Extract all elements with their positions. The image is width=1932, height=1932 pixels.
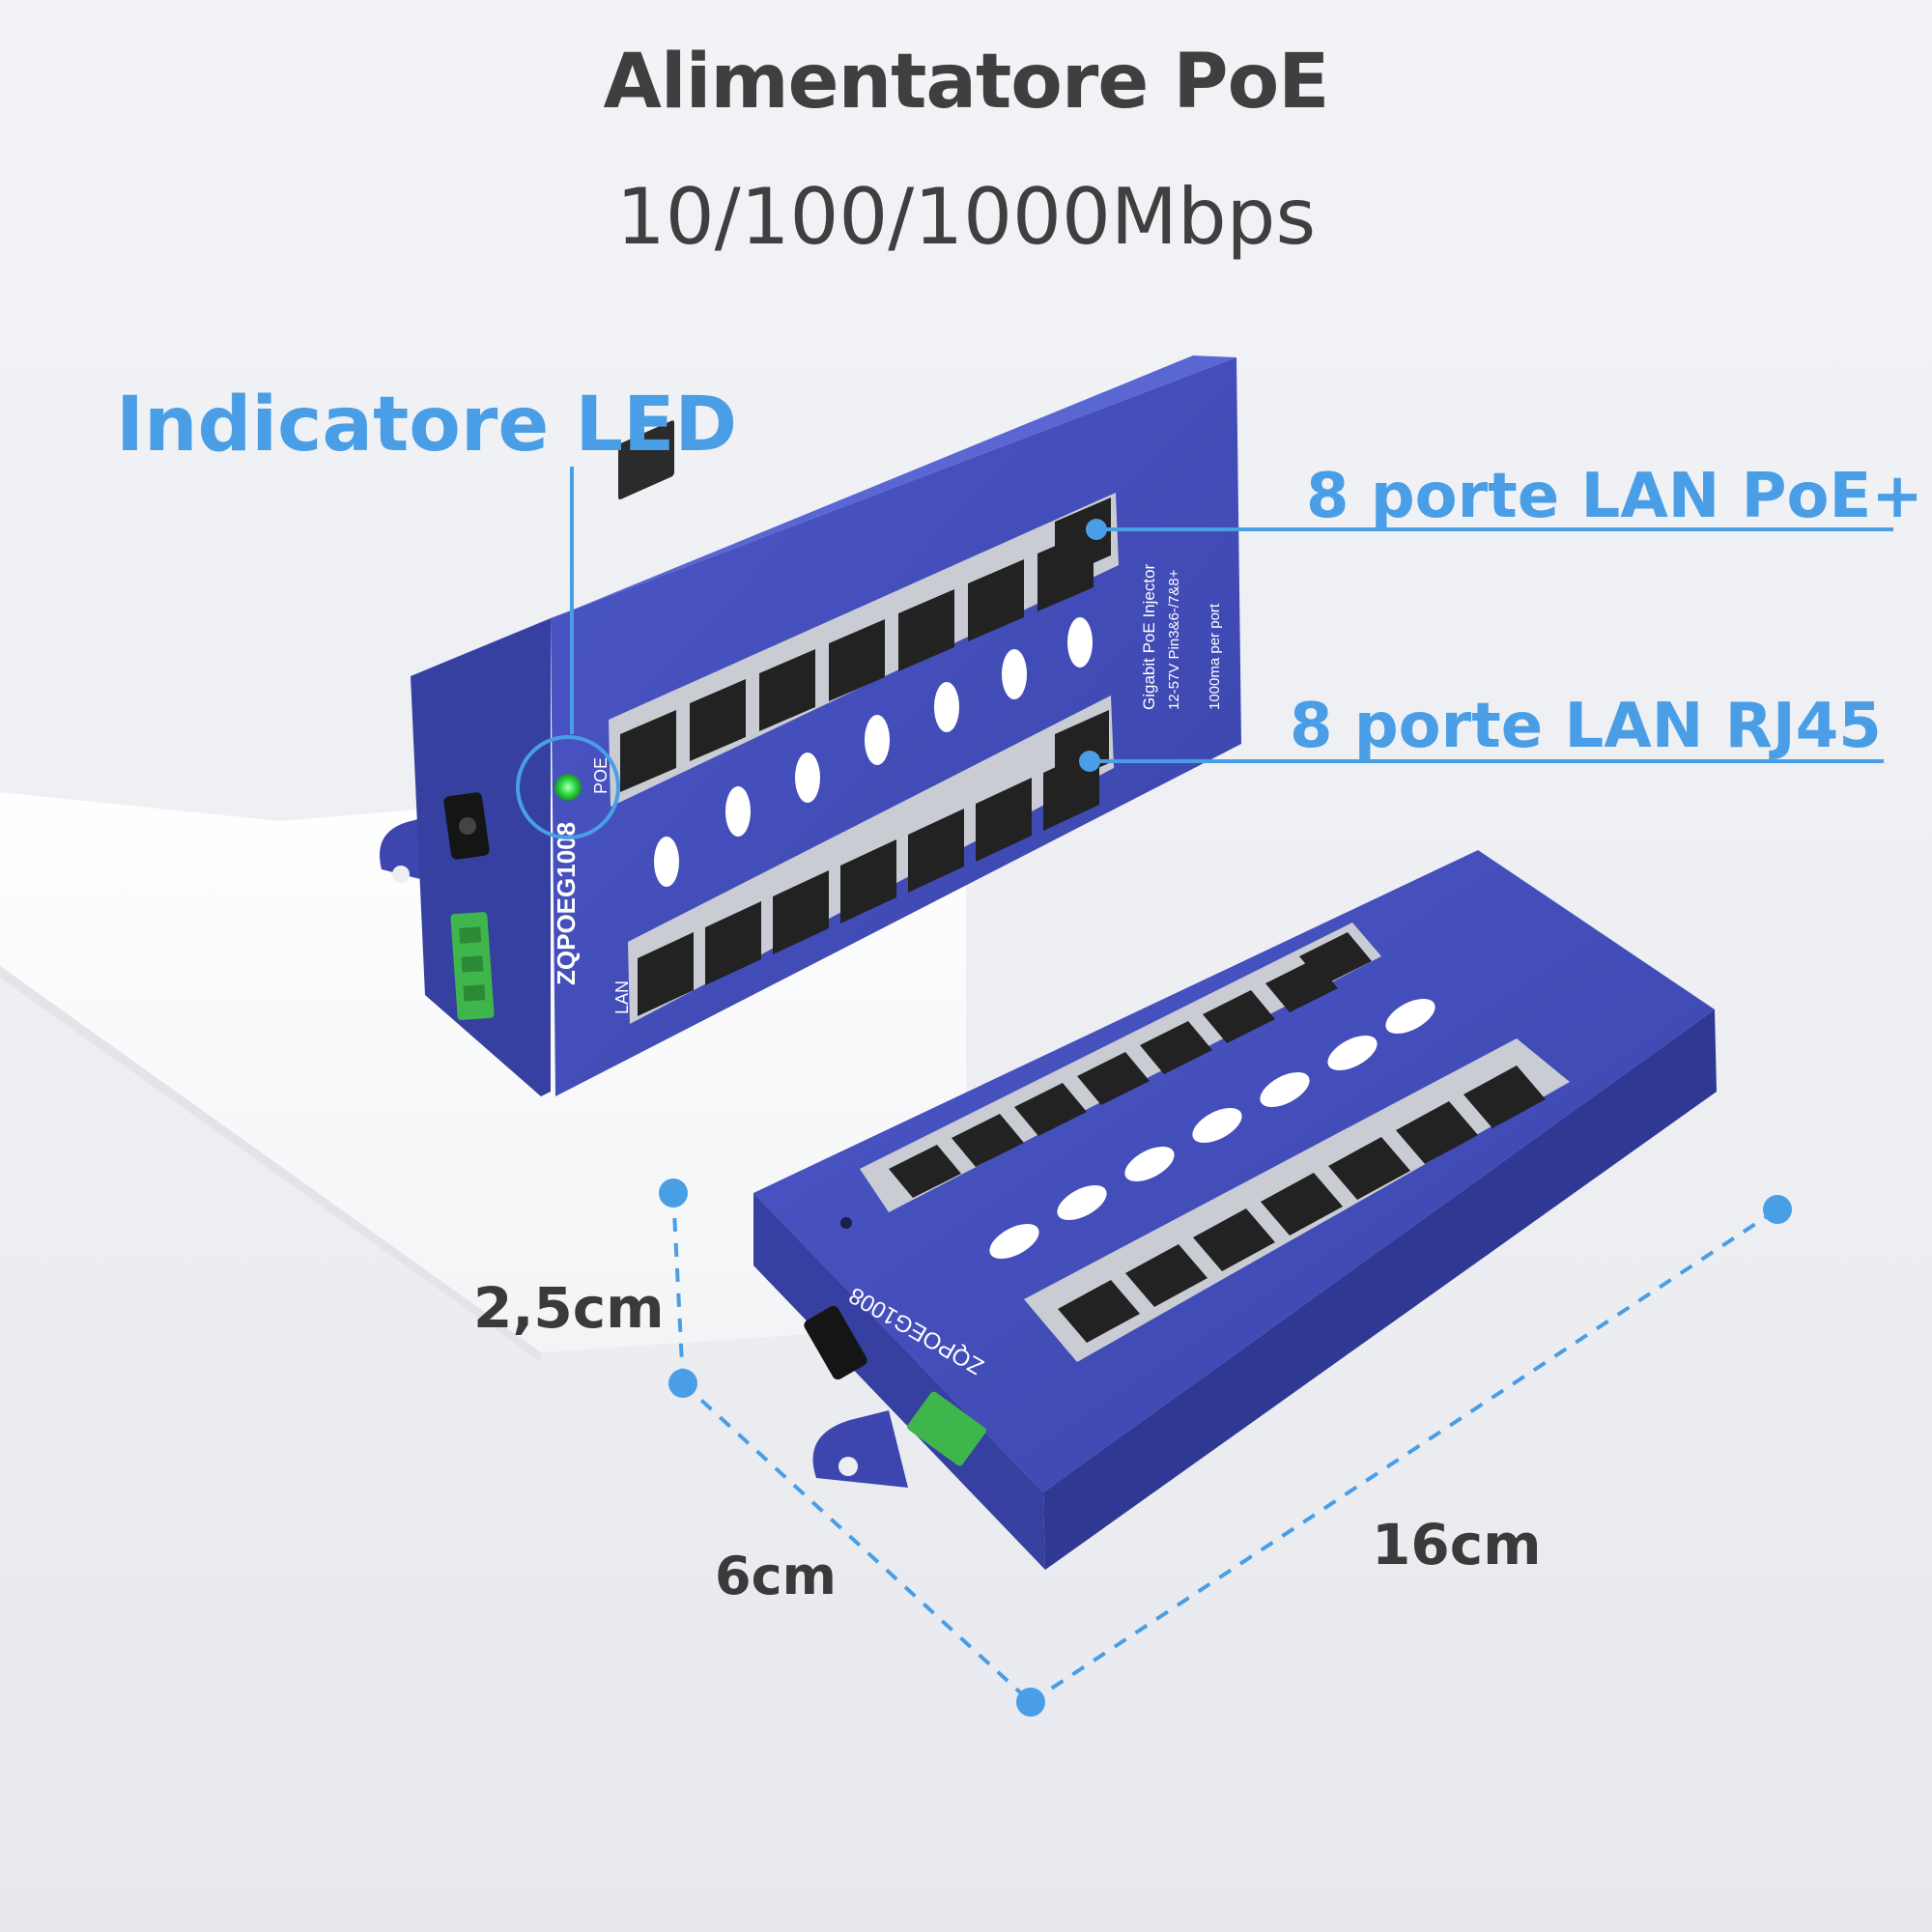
callout-lines: [516, 467, 1893, 839]
led-label: POE: [591, 757, 611, 794]
spec-line-3: 1000ma per port: [1207, 603, 1223, 710]
rj45-ports-callout: 8 porte LAN RJ45: [1290, 691, 1882, 762]
poe-injector-lying: [753, 850, 1717, 1570]
poe-ports-callout: 8 porte LAN PoE+: [1306, 461, 1923, 532]
width-dimension: 16cm: [1372, 1512, 1542, 1577]
page-subtitle: 10/100/1000Mbps: [615, 172, 1317, 262]
spec-line-1: Gigabit PoE Injector: [1140, 563, 1158, 710]
height-dimension: 2,5cm: [473, 1275, 665, 1341]
depth-dimension: 6cm: [715, 1546, 837, 1606]
page-title: Alimentatore PoE: [603, 39, 1330, 126]
poe-injector-upright: [380, 355, 1241, 1096]
led-indicator: [554, 774, 582, 801]
dimension-lines: [671, 1192, 1779, 1704]
model-label: ZQPOEG1008: [552, 822, 581, 985]
led-indicator-callout: Indicatore LED: [116, 382, 738, 469]
lan-label: LAN: [612, 980, 632, 1014]
spec-line-2: 12-57V Pin3&6-/7&8+: [1166, 569, 1182, 710]
